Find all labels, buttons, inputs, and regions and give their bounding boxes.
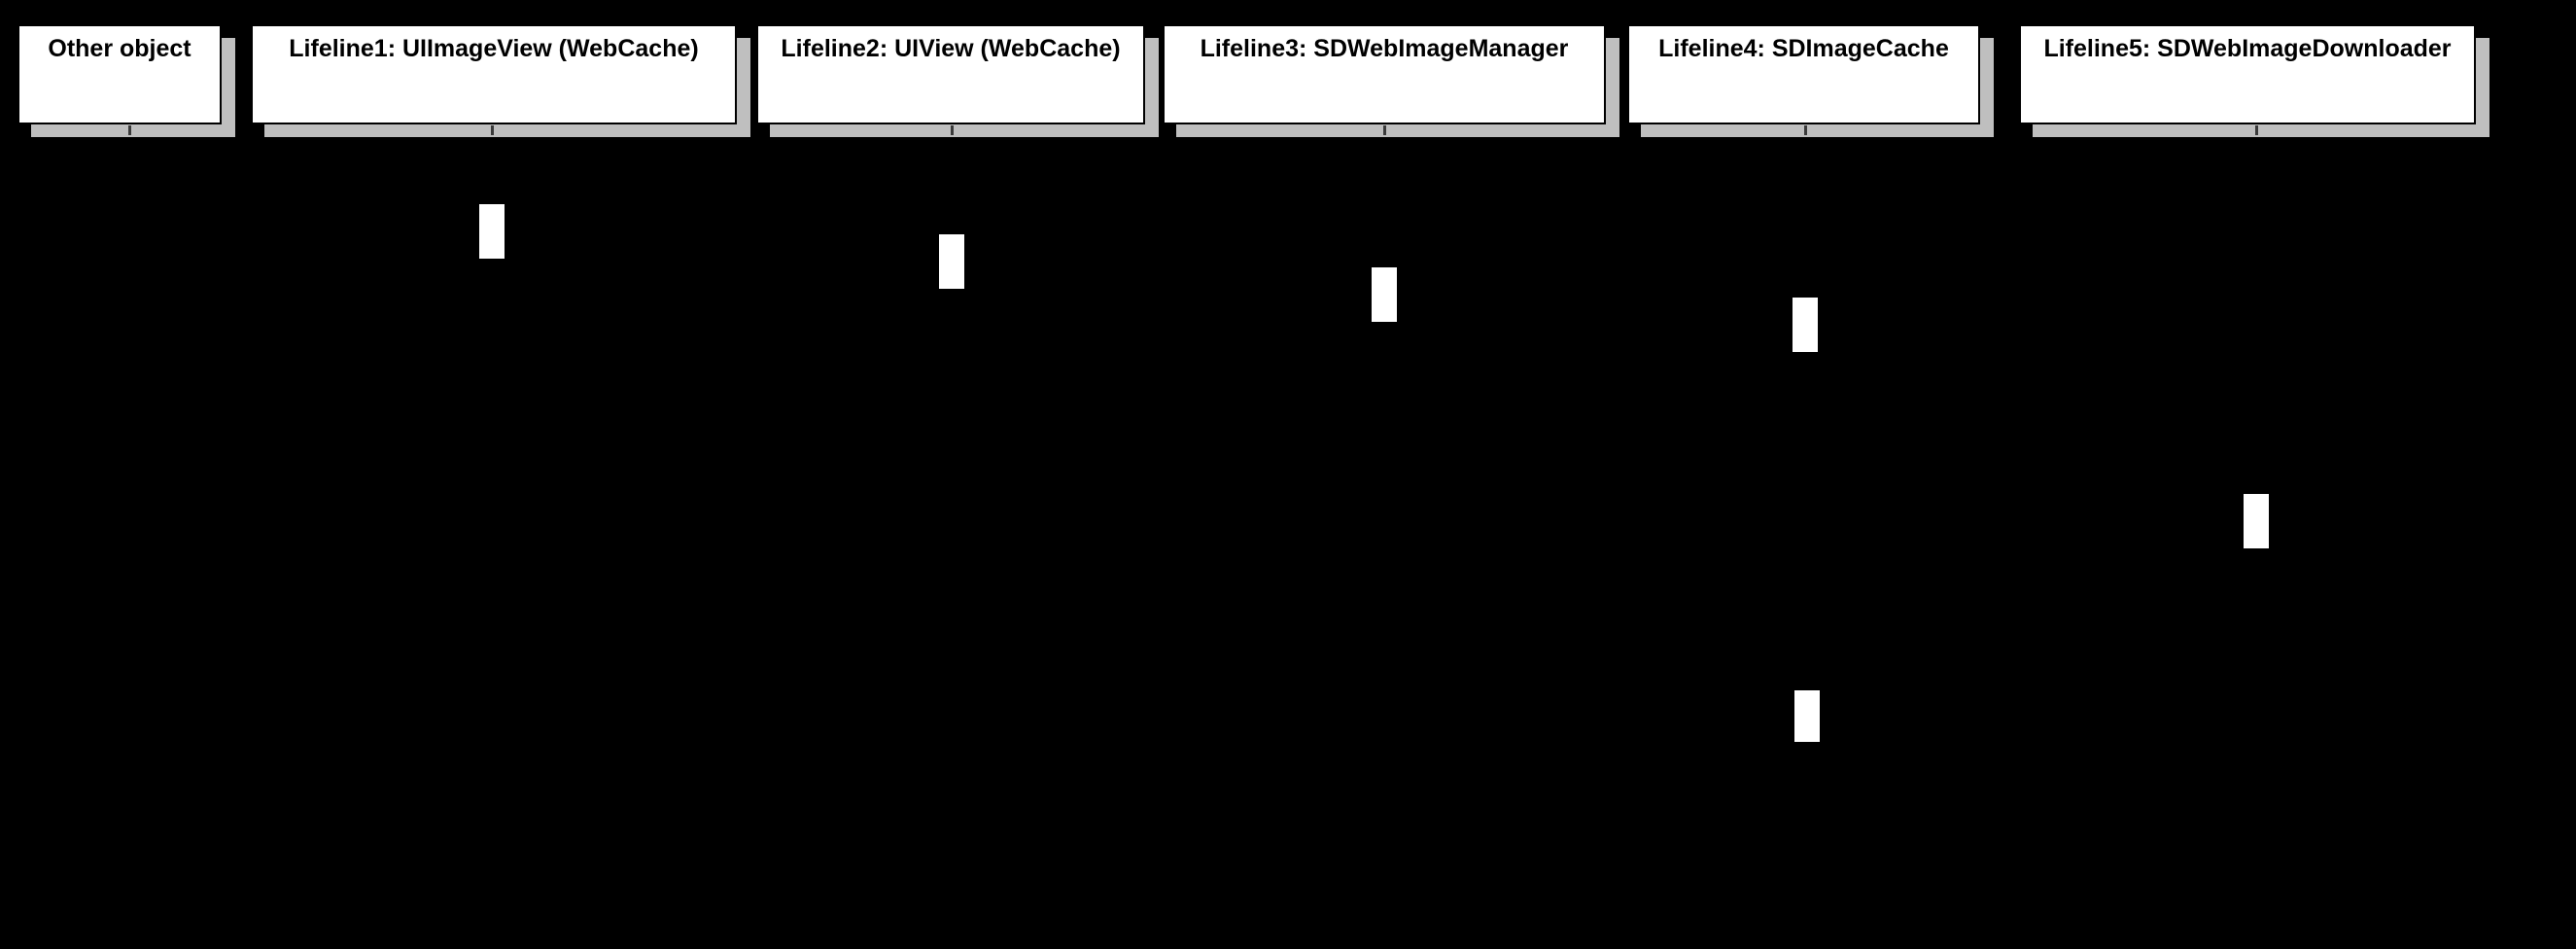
participant-lifeline1[interactable]: Lifeline1: UIImageView (WebCache) [251, 24, 750, 137]
participant-label-lifeline5: Lifeline5: SDWebImageDownloader [2043, 35, 2452, 62]
participant-shadow-bottom [2033, 124, 2489, 137]
participant-shadow-bottom [1641, 124, 1994, 137]
lifeline-tick-lifeline2 [951, 125, 954, 135]
participant-label-lifeline2: Lifeline2: UIView (WebCache) [781, 35, 1121, 62]
participant-shadow-right [2476, 38, 2489, 137]
participant-shadow-bottom [770, 124, 1159, 137]
lifeline-tick-lifeline1 [491, 125, 494, 135]
participant-shadow-right [222, 38, 235, 137]
participant-box-lifeline5[interactable]: Lifeline5: SDWebImageDownloader [2019, 24, 2476, 124]
lifeline-other-object [128, 136, 130, 949]
activation-lifeline4-2[interactable] [1794, 690, 1820, 742]
participant-box-lifeline3[interactable]: Lifeline3: SDWebImageManager [1163, 24, 1606, 124]
activation-lifeline2-1[interactable] [939, 234, 964, 289]
participant-lifeline2[interactable]: Lifeline2: UIView (WebCache) [756, 24, 1159, 137]
lifeline-tick-lifeline5 [2255, 125, 2258, 135]
participant-other-object[interactable]: Other object [17, 24, 235, 137]
participant-box-lifeline4[interactable]: Lifeline4: SDImageCache [1627, 24, 1980, 124]
lifeline-lifeline3 [1383, 136, 1385, 949]
participant-box-other-object[interactable]: Other object [17, 24, 222, 124]
participant-shadow-right [1980, 38, 1994, 137]
lifeline-lifeline2 [951, 136, 953, 949]
participant-label-lifeline3: Lifeline3: SDWebImageManager [1200, 35, 1569, 62]
activation-lifeline1-1[interactable] [479, 204, 505, 259]
participant-label-lifeline4: Lifeline4: SDImageCache [1658, 35, 1949, 62]
participant-lifeline5[interactable]: Lifeline5: SDWebImageDownloader [2019, 24, 2489, 137]
participant-box-lifeline1[interactable]: Lifeline1: UIImageView (WebCache) [251, 24, 737, 124]
participant-shadow-right [737, 38, 750, 137]
lifeline-lifeline1 [491, 136, 493, 949]
participant-lifeline3[interactable]: Lifeline3: SDWebImageManager [1163, 24, 1619, 137]
participant-label-lifeline1: Lifeline1: UIImageView (WebCache) [289, 35, 699, 62]
activation-lifeline3-1[interactable] [1372, 267, 1397, 322]
participant-shadow-bottom [264, 124, 750, 137]
lifeline-tick-other-object [128, 125, 131, 135]
lifeline-lifeline4 [1804, 136, 1806, 949]
participant-label-other-object: Other object [48, 35, 191, 62]
participant-shadow-right [1606, 38, 1619, 137]
lifeline-tick-lifeline4 [1804, 125, 1807, 135]
participant-shadow-bottom [31, 124, 235, 137]
lifeline-tick-lifeline3 [1383, 125, 1386, 135]
activation-lifeline4-1[interactable] [1793, 298, 1818, 352]
activation-lifeline5-1[interactable] [2244, 494, 2269, 548]
participant-shadow-right [1145, 38, 1159, 137]
participant-lifeline4[interactable]: Lifeline4: SDImageCache [1627, 24, 1994, 137]
participant-box-lifeline2[interactable]: Lifeline2: UIView (WebCache) [756, 24, 1145, 124]
participant-shadow-bottom [1176, 124, 1619, 137]
